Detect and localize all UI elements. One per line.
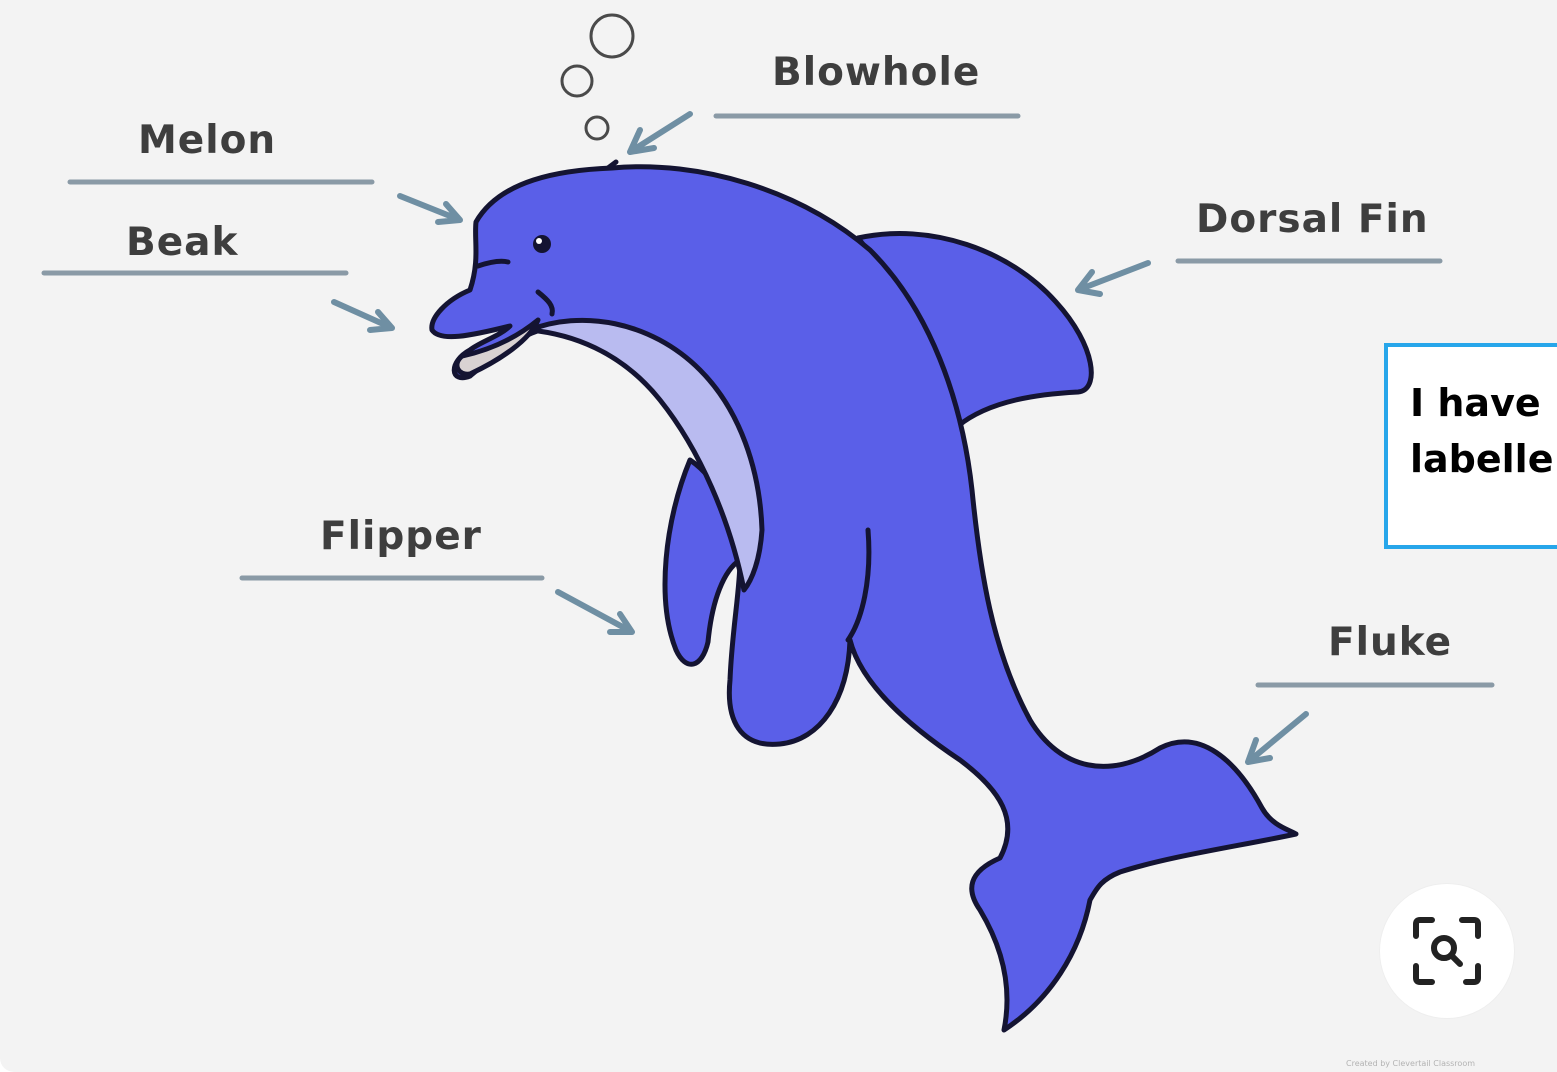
label-blowhole: Blowhole xyxy=(772,50,980,95)
label-fluke: Fluke xyxy=(1328,620,1452,665)
image-credit: Created by Clevertail Classroom xyxy=(1346,1059,1554,1068)
visual-search-button[interactable] xyxy=(1380,884,1514,1018)
label-flipper: Flipper xyxy=(320,514,482,559)
bubble xyxy=(586,117,608,139)
beak-arrow xyxy=(334,302,392,330)
bubble xyxy=(562,66,592,96)
annotation-note-text: I have labelle xyxy=(1410,375,1557,487)
flipper-arrow xyxy=(558,592,632,632)
label-dorsal-fin: Dorsal Fin xyxy=(1196,197,1429,242)
eye-highlight xyxy=(536,238,542,244)
bubbles xyxy=(562,15,633,139)
annotation-note-box: I have labelle xyxy=(1384,343,1557,549)
melon-arrow xyxy=(400,196,460,222)
eye xyxy=(533,235,551,253)
visual-search-icon xyxy=(1410,914,1484,988)
label-melon: Melon xyxy=(138,118,276,163)
dorsal-fin-arrow xyxy=(1078,263,1148,294)
label-beak: Beak xyxy=(126,220,238,265)
fluke-arrow xyxy=(1248,714,1306,762)
blowhole-arrow xyxy=(630,114,690,152)
bubble xyxy=(591,15,633,57)
